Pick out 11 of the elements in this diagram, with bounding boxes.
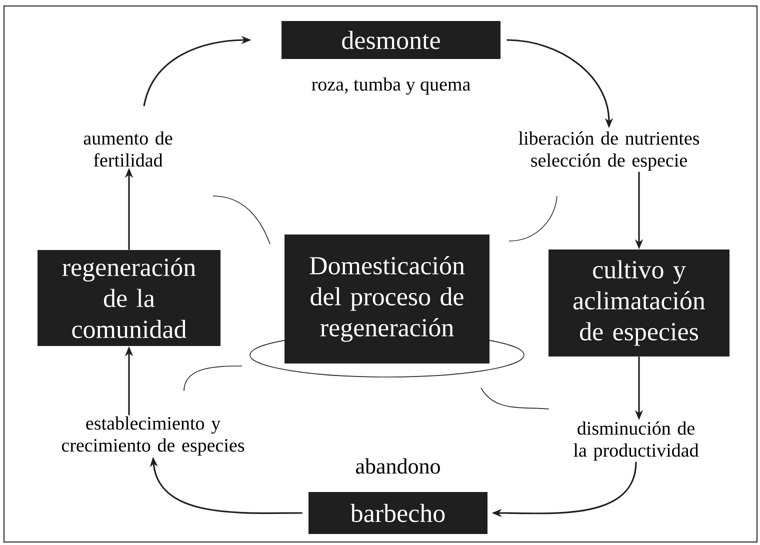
process-box: barbecho [308, 492, 488, 534]
step-label: establecimiento y crecimiento de especies [62, 416, 244, 456]
step-label: liberación de nutrientes selección de especie [518, 131, 700, 171]
node-label: abandono [356, 458, 440, 474]
node-label: roza, tumba y quema [312, 77, 470, 95]
process-box: regeneración de la comunidad [38, 250, 220, 346]
step-label: disminución de la productividad [574, 421, 699, 461]
process-box: Domesticación del proceso de regeneración [284, 234, 490, 364]
process-box: desmonte [282, 21, 500, 59]
step-label: aumento de fertilidad [84, 131, 172, 167]
process-box: cultivo y aclimatación de especies [548, 250, 730, 356]
